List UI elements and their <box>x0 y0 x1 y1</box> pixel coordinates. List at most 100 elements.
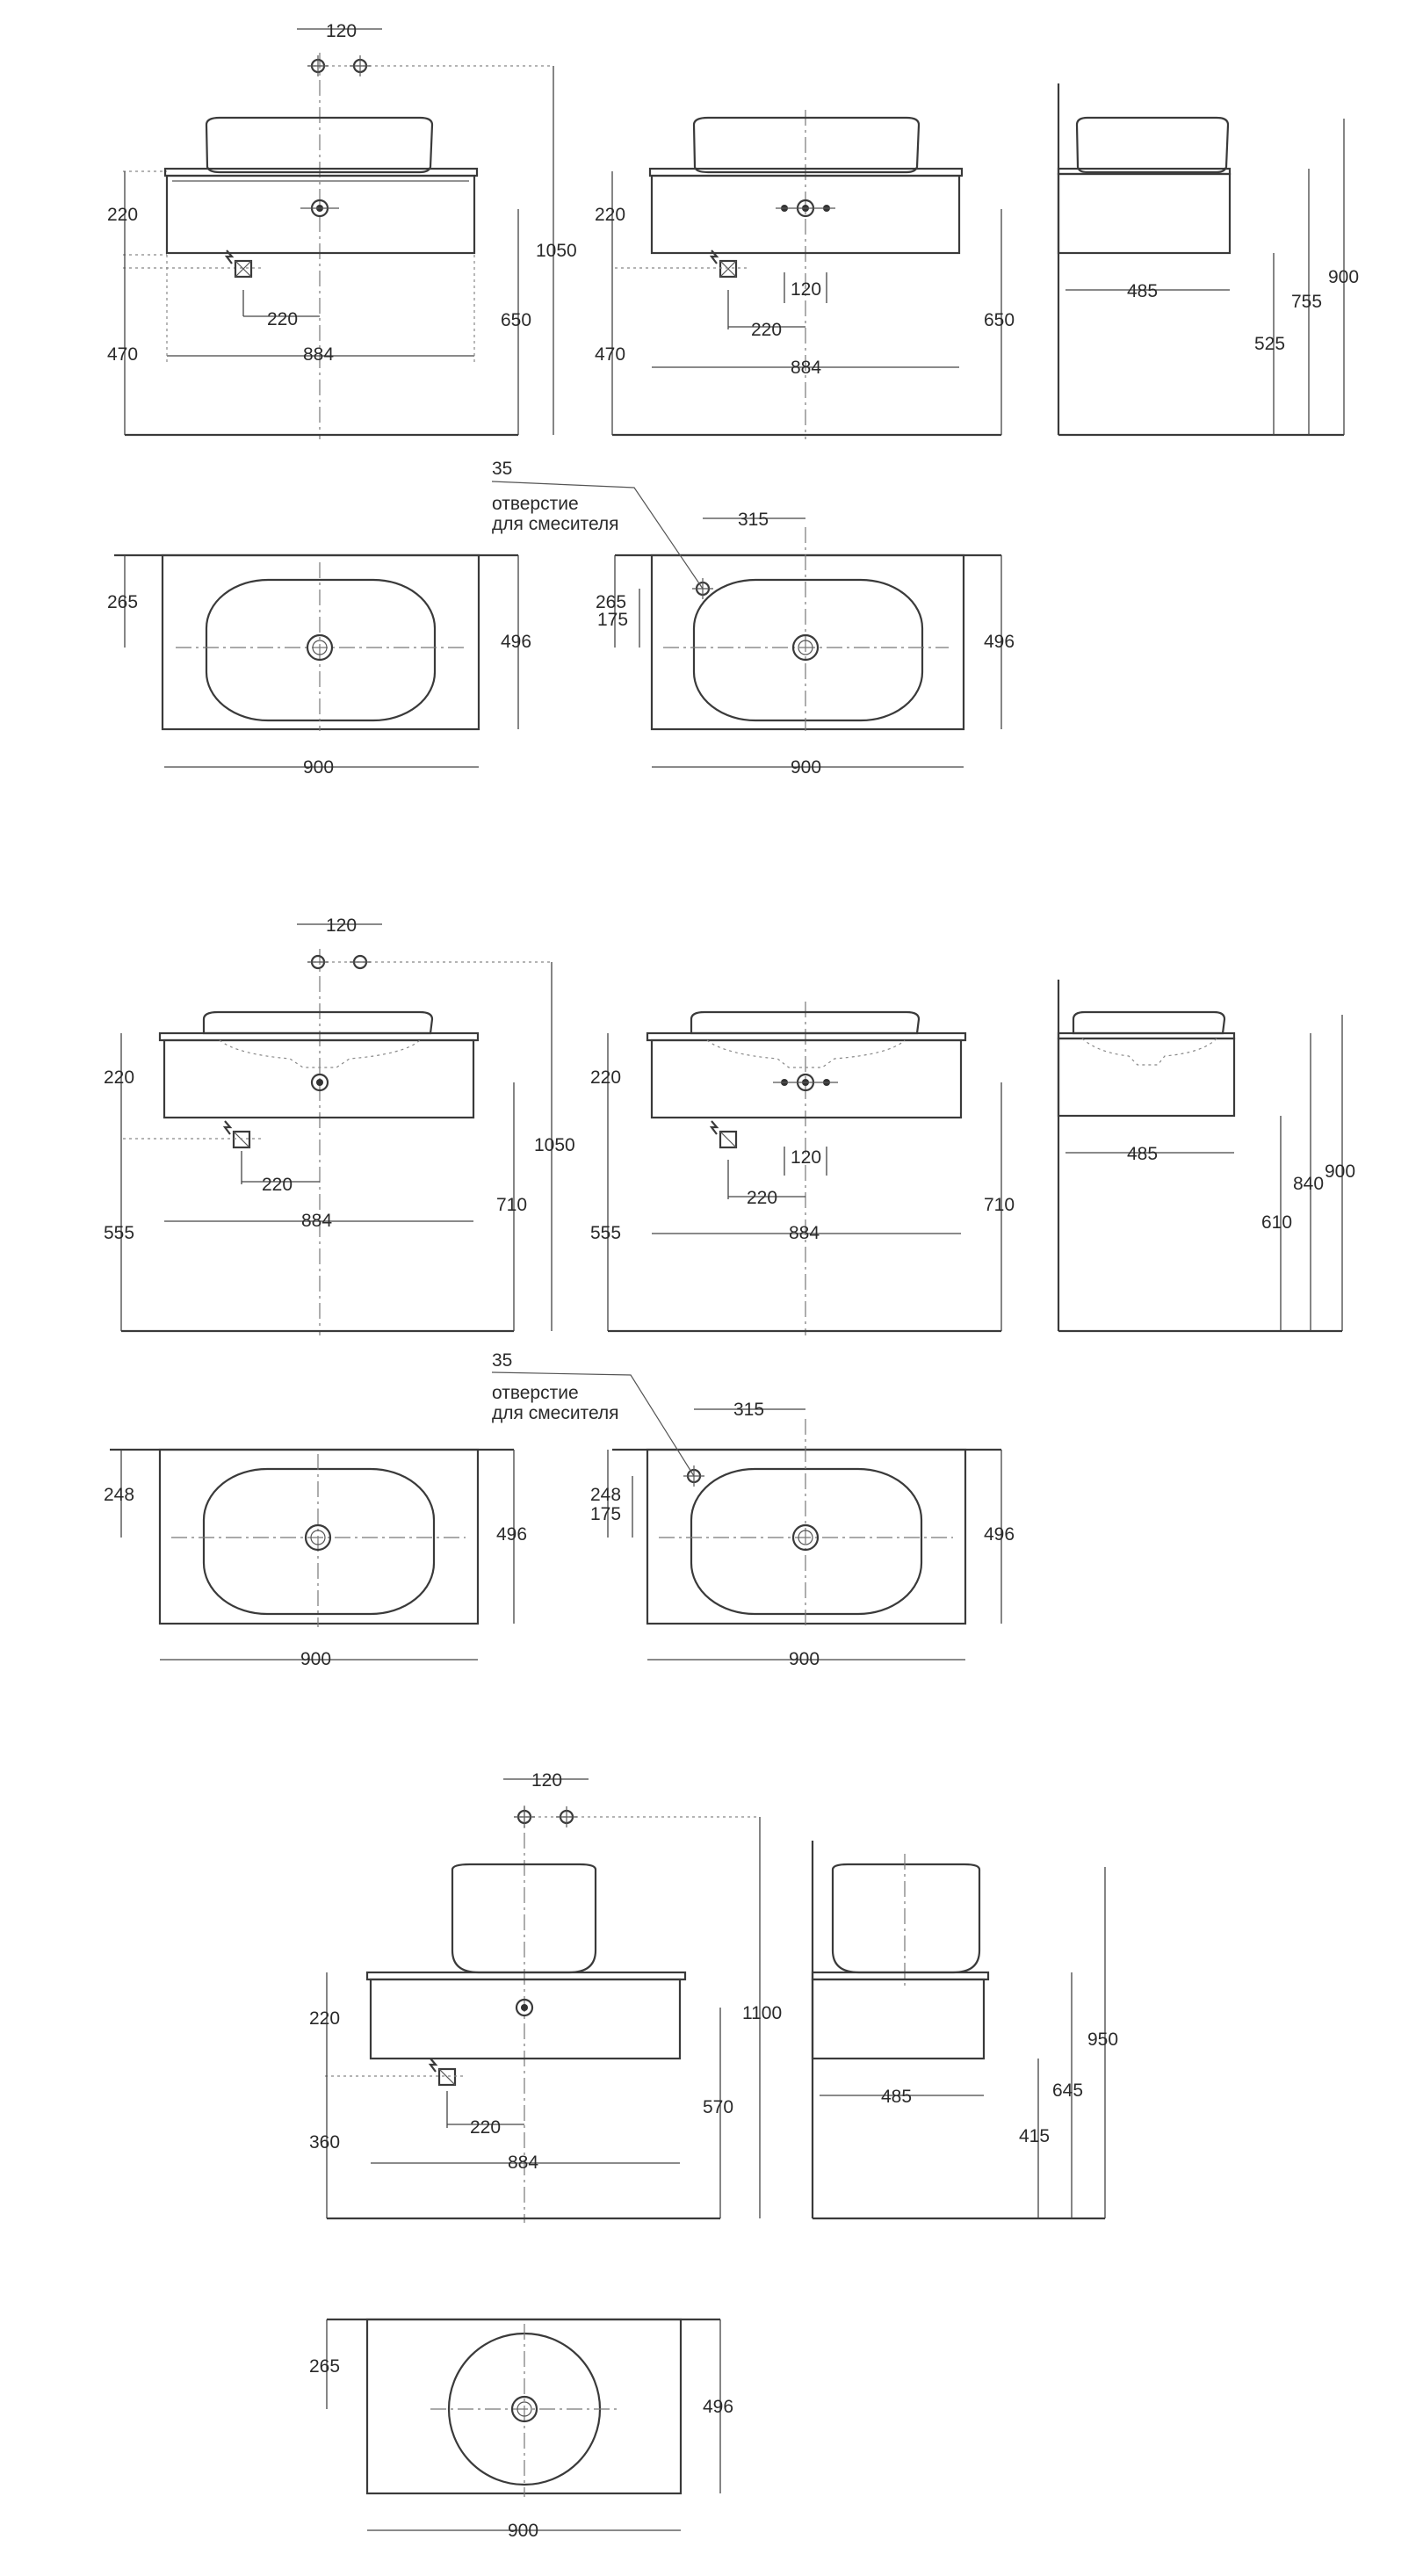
dim-1100: 1100 <box>742 2003 782 2023</box>
dim-900-s2-plan: 900 <box>300 1649 331 1669</box>
dim-650: 650 <box>501 310 531 330</box>
faucet-hole-icon <box>556 1806 577 1827</box>
dim-525: 525 <box>1254 334 1285 354</box>
dim-900-plan-b: 900 <box>791 757 821 778</box>
dim-315-s2: 315 <box>733 1400 764 1420</box>
faucet-hole-icon <box>307 954 329 970</box>
dim-884: 884 <box>303 344 334 365</box>
electric-socket-icon <box>222 1120 251 1149</box>
dim-120-s2: 120 <box>326 915 357 936</box>
electric-socket-icon <box>709 1120 738 1149</box>
electric-socket-icon <box>428 2058 457 2087</box>
dim-496-b: 496 <box>984 632 1015 652</box>
dim-710-b: 710 <box>984 1195 1015 1215</box>
hole-note-s2-line1: отверстие <box>492 1383 579 1403</box>
drawer-cabinet <box>163 1038 475 1119</box>
dim-220-b: 220 <box>751 320 782 340</box>
faucet-hole-icon <box>350 55 371 76</box>
electric-socket-icon <box>709 250 738 279</box>
dim-220-s2b: 220 <box>747 1188 777 1208</box>
drawer-cabinet <box>165 174 476 255</box>
set2-front-view-b: 120 220 884 220 555 710 <box>590 1002 1015 1335</box>
faucet-hole-icon <box>307 55 329 76</box>
set3-front-view: 120 220 884 220 360 570 1100 <box>309 1770 782 2223</box>
dim-248-b: 248 <box>590 1485 621 1505</box>
drain-icon <box>310 1073 329 1092</box>
electric-socket-icon <box>224 250 253 279</box>
dim-570: 570 <box>703 2097 733 2117</box>
dim-120-s3: 120 <box>531 1770 562 1791</box>
dim-710: 710 <box>496 1195 527 1215</box>
set1-plan-view-b: 35 отверстие для смесителя 315 265 175 4… <box>491 459 1015 778</box>
dim-220-s2b-left: 220 <box>590 1067 621 1088</box>
drawer-cabinet <box>369 1978 682 2060</box>
dim-415: 415 <box>1019 2126 1050 2146</box>
drain-icon <box>300 199 339 218</box>
dim-220-left: 220 <box>107 205 138 225</box>
dim-220-s3-left: 220 <box>309 2008 340 2029</box>
semi-recessed-basin <box>202 1010 434 1035</box>
dim-900-s3-plan: 900 <box>508 2521 538 2541</box>
dim-650-b: 650 <box>984 310 1015 330</box>
dim-1050-s2: 1050 <box>534 1135 575 1155</box>
dim-900: 900 <box>1328 267 1359 287</box>
dim-884-b: 884 <box>791 358 821 378</box>
dim-610: 610 <box>1261 1212 1292 1233</box>
drain-icon <box>306 633 334 662</box>
dim-900-s2: 900 <box>1325 1161 1355 1182</box>
dim-35-s2: 35 <box>492 1350 512 1371</box>
drawer-cabinet <box>650 174 961 255</box>
drain-icon <box>791 633 820 662</box>
set1-side-view: 485 525 755 900 <box>1057 83 1359 437</box>
round-vessel-basin <box>451 1863 597 1974</box>
dim-496-s3: 496 <box>703 2397 733 2417</box>
oval-basin <box>692 578 924 722</box>
set1-front-view-a: 120 220 884 220 470 650 1050 <box>107 21 577 439</box>
dim-120-s2b: 120 <box>791 1147 821 1168</box>
dim-485-s2: 485 <box>1127 1144 1158 1164</box>
faucet-hole-icon <box>514 1806 535 1827</box>
dim-496-s2b: 496 <box>984 1524 1015 1545</box>
hole-note-s2-line2: для смесителя <box>492 1403 619 1423</box>
dim-900-s2b-plan: 900 <box>789 1649 820 1669</box>
dim-900-plan: 900 <box>303 757 334 778</box>
set2-front-view-a: 120 220 884 220 555 710 1050 <box>104 915 575 1335</box>
drawer-cabinet <box>650 1038 963 1119</box>
dim-220-s3: 220 <box>470 2117 501 2138</box>
oval-basin <box>205 578 437 722</box>
dim-755: 755 <box>1291 292 1322 312</box>
dim-884-s2: 884 <box>301 1211 332 1231</box>
dim-485: 485 <box>1127 281 1158 301</box>
dim-175: 175 <box>597 610 628 630</box>
semi-recessed-basin <box>690 1010 921 1035</box>
dim-950: 950 <box>1087 2030 1118 2050</box>
oval-basin <box>202 1467 436 1616</box>
dim-220-b-left: 220 <box>595 205 625 225</box>
vessel-basin <box>692 116 921 174</box>
dim-360: 360 <box>309 2132 340 2153</box>
faucet-hole-icon <box>350 954 371 970</box>
dim-248: 248 <box>104 1485 134 1505</box>
dim-485-s3: 485 <box>881 2087 912 2107</box>
set3-plan-view: 265 496 900 <box>309 2318 733 2541</box>
drain-icon <box>791 1523 820 1552</box>
dim-496: 496 <box>501 632 531 652</box>
drain-icon <box>304 1523 332 1552</box>
hole-note-line2: для смесителя <box>492 514 619 534</box>
oval-basin <box>690 1467 923 1616</box>
set2-side-view: 485 610 840 900 <box>1057 980 1355 1333</box>
dim-265-b: 265 <box>596 592 626 612</box>
dim-315: 315 <box>738 510 769 530</box>
dim-884-s3: 884 <box>508 2153 538 2173</box>
set1-plan-view-a: 265 496 900 <box>107 554 531 778</box>
hole-note-line1: отверстие <box>492 494 579 514</box>
dim-220-s2: 220 <box>262 1175 293 1195</box>
set3-side-view: 485 415 645 950 <box>811 1841 1118 2220</box>
set2-plan-view-b: 35 отверстие для смесителя 315 248 175 4… <box>491 1350 1015 1669</box>
drain-icon <box>510 2395 538 2423</box>
vessel-basin-side <box>1075 116 1230 174</box>
dim-35: 35 <box>492 459 512 479</box>
dim-645: 645 <box>1052 2080 1083 2101</box>
dim-470: 470 <box>107 344 138 365</box>
